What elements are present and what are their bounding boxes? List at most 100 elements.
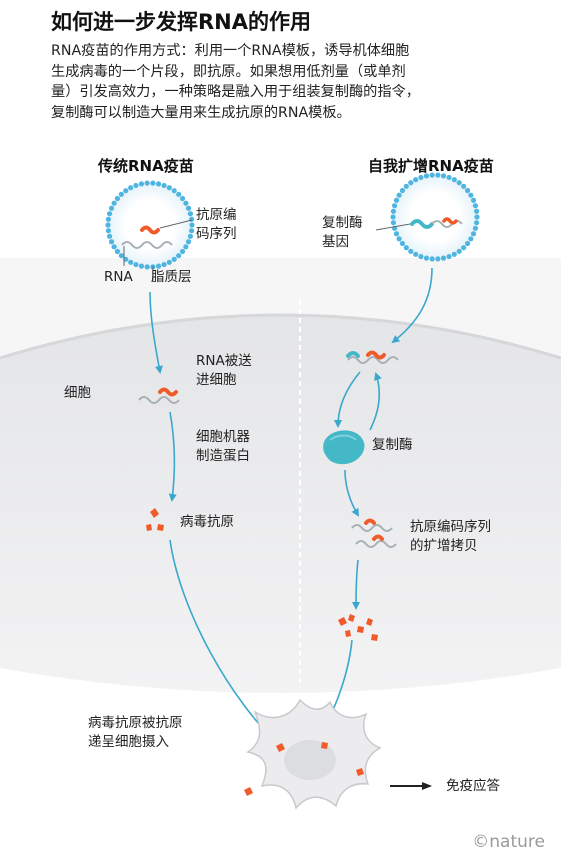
lipid-dot	[166, 259, 172, 265]
intro-line: 复制酶可以制造大量用来生成抗原的RNA模板。	[51, 104, 351, 121]
lipid-dot	[393, 197, 400, 203]
lipid-dot	[440, 173, 447, 179]
arrow-translate-copies	[352, 559, 361, 610]
lipid-nanoparticle-right	[390, 172, 480, 262]
lipid-dot	[429, 172, 435, 178]
lipid-dot	[183, 200, 189, 206]
rna-in-cell-right	[347, 356, 399, 364]
leader-replicase-gene	[375, 223, 411, 231]
replicase-enzyme	[323, 430, 365, 465]
lipid-dot	[105, 222, 111, 228]
lipid-dot	[179, 248, 186, 255]
label-line: 抗原编码序列	[410, 519, 491, 535]
lipid-dot	[138, 181, 145, 187]
leader-antigen	[159, 219, 193, 229]
arrow-to-replicase	[334, 371, 361, 428]
lipid-dot	[128, 259, 134, 265]
antigen-seq-in-cell-left	[158, 387, 178, 397]
lipid-dot	[474, 220, 480, 226]
label-line: 进细胞	[196, 372, 237, 388]
lipid-dot	[185, 239, 192, 245]
lipid-dot	[429, 256, 435, 262]
lipid-dot	[408, 248, 414, 254]
lipid-dot	[390, 220, 396, 226]
lipid-dot	[413, 251, 419, 257]
lipid-dot	[399, 240, 406, 247]
amplified-copies	[351, 518, 397, 548]
cell-membrane-top	[0, 313, 561, 360]
lipid-dot	[446, 174, 452, 181]
heading-self-amplifying: 自我扩增RNA疫苗	[368, 157, 494, 175]
antigen-seq-in-cell-right	[366, 350, 386, 360]
lipid-dot	[393, 231, 400, 237]
presented-antigen	[244, 787, 253, 796]
replicase-gene-strand	[410, 219, 434, 229]
lipid-dot	[179, 195, 186, 202]
lipid-dot	[111, 200, 117, 206]
label-amplified-copies: 抗原编码序列 的扩增拷贝	[410, 518, 491, 556]
lipid-dot	[150, 180, 156, 186]
label-line: 细胞机器	[196, 429, 250, 445]
lipid-dot	[472, 225, 479, 231]
label-line: 复制酶	[322, 215, 363, 231]
lipid-dot	[451, 251, 457, 257]
lipid-dot	[189, 228, 195, 234]
lipid-dot	[461, 183, 467, 189]
lipid-dot	[408, 180, 414, 186]
lipid-layer-dots	[390, 172, 480, 262]
label-line: RNA被送	[196, 353, 252, 369]
label-line: 的扩增拷贝	[410, 538, 478, 554]
lipid-dot	[114, 195, 121, 202]
label-viral-antigen: 病毒抗原	[180, 514, 234, 530]
lipid-dot	[468, 192, 474, 198]
lipid-dot	[133, 261, 139, 268]
intro-line: 量）引发高效力，一种策略是融入用于组装复制酶的指令，	[51, 84, 420, 100]
lipid-dot	[413, 177, 419, 183]
lipid-dot	[176, 253, 182, 259]
lipid-dot	[106, 233, 113, 239]
lipid-dot	[118, 253, 124, 259]
lipid-dot	[464, 240, 471, 247]
lipid-dot	[106, 211, 113, 217]
lipid-dot	[456, 180, 462, 186]
heading-traditional: 传统RNA疫苗	[98, 157, 194, 175]
label-line: 制造蛋白	[196, 448, 250, 464]
lipid-dot	[189, 216, 195, 222]
lipid-dot	[435, 256, 441, 262]
label-replicase: 复制酶	[372, 437, 413, 453]
label-cell-machinery: 细胞机器 制造蛋白	[196, 428, 250, 466]
label-line: 基因	[322, 234, 349, 250]
lipid-dot	[461, 245, 467, 251]
label-rna-delivered: RNA被送 进细胞	[196, 352, 252, 390]
lipid-dot	[144, 180, 150, 186]
lipid-dot	[464, 187, 471, 194]
lipid-dot	[128, 185, 134, 191]
lipid-dot	[123, 188, 129, 194]
arrow-from-replicase	[369, 372, 382, 431]
label-rna: RNA	[104, 269, 133, 285]
lipid-dot	[456, 248, 462, 254]
lipid-dot	[423, 173, 430, 179]
label-cell: 细胞	[64, 385, 91, 401]
intro-line: 生成病毒的一个片段，即抗原。如果想用低剂量（或单剂	[51, 63, 406, 80]
lipid-dot	[474, 214, 480, 220]
intro-line: RNA疫苗的作用方式：利用一个RNA模板，诱导机体细胞	[51, 43, 410, 59]
label-antigen-presented: 病毒抗原被抗原 递呈细胞摄入	[88, 714, 183, 752]
lipid-dot	[403, 183, 409, 189]
lipid-dot	[474, 208, 480, 214]
lipid-dot	[176, 191, 182, 197]
label-immune-response: 免疫应答	[446, 778, 500, 794]
page-title: 如何进一步发挥RNA的作用	[51, 10, 311, 34]
arrow-amplify	[344, 469, 360, 517]
label-line: 病毒抗原被抗原	[88, 715, 183, 731]
lipid-dot	[451, 177, 457, 183]
lipid-dot	[171, 256, 177, 262]
lipid-dot	[403, 245, 409, 251]
lipid-dot	[391, 203, 398, 209]
lipid-nanoparticle-left	[105, 180, 195, 270]
antigen-sequence-left	[140, 225, 160, 235]
lipid-dot	[418, 253, 424, 260]
presented-antigen	[356, 768, 364, 776]
rna-strand-left	[121, 241, 173, 249]
